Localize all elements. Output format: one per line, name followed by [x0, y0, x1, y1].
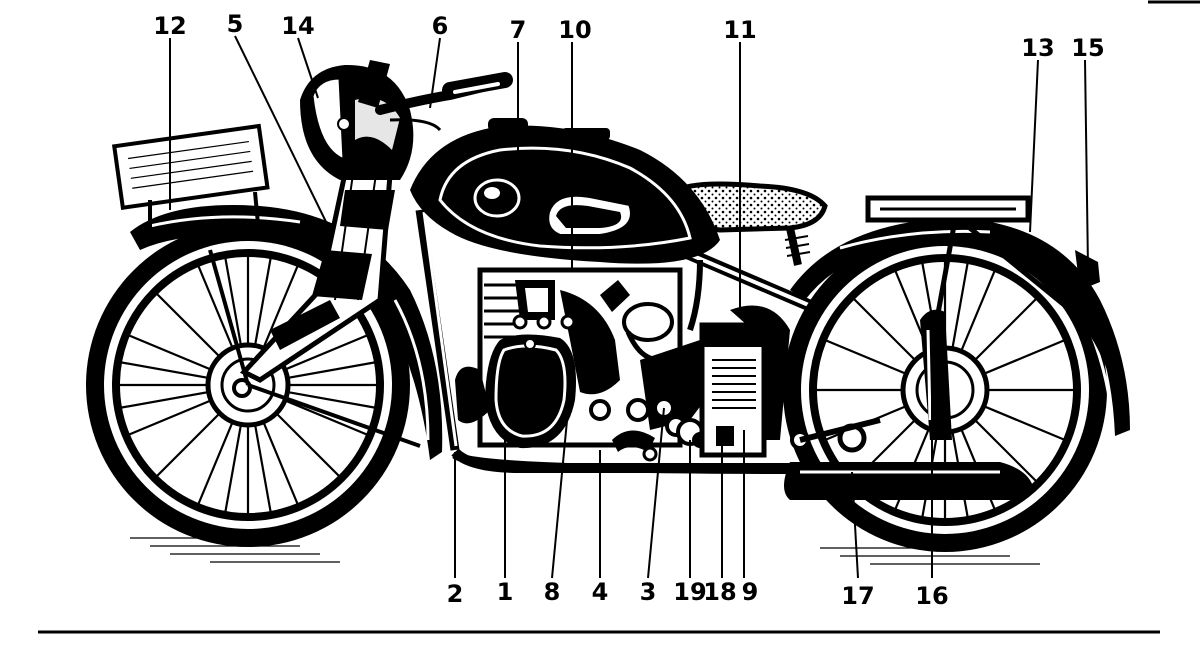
saddle — [671, 181, 828, 266]
callout-10: 10 — [558, 16, 591, 44]
callout-12: 12 — [153, 12, 186, 40]
callout-5: 5 — [227, 10, 244, 38]
front-fork — [239, 147, 395, 383]
callout-17: 17 — [841, 582, 874, 610]
callout-18: 18 — [703, 578, 736, 606]
callout-11: 11 — [723, 16, 756, 44]
callout-9: 9 — [742, 578, 759, 606]
callout-3: 3 — [640, 578, 657, 606]
callout-7: 7 — [510, 16, 527, 44]
callout-19: 19 — [673, 578, 706, 606]
callout-13: 13 — [1021, 34, 1054, 62]
silencer — [452, 451, 1034, 500]
callout-15: 15 — [1071, 34, 1104, 62]
tank-cap — [488, 118, 528, 132]
front-number-plate — [111, 123, 270, 210]
ground-shadow — [130, 537, 1040, 565]
rear-stand — [790, 309, 952, 453]
callout-6: 6 — [432, 12, 449, 40]
headlamp — [300, 64, 414, 180]
callout-labels: 12 5 14 6 7 10 11 13 15 2 1 8 4 3 19 18 … — [153, 10, 1104, 610]
handlebar — [358, 60, 513, 132]
battery — [699, 305, 790, 458]
callout-16: 16 — [915, 582, 948, 610]
callout-2: 2 — [447, 580, 464, 608]
callout-4: 4 — [592, 578, 609, 606]
callout-14: 14 — [281, 12, 314, 40]
callout-8: 8 — [544, 578, 561, 606]
callout-1: 1 — [497, 578, 514, 606]
tank-knee-pad — [473, 178, 521, 218]
cylinder-head — [455, 334, 576, 449]
leader-lines — [169, 35, 1089, 579]
